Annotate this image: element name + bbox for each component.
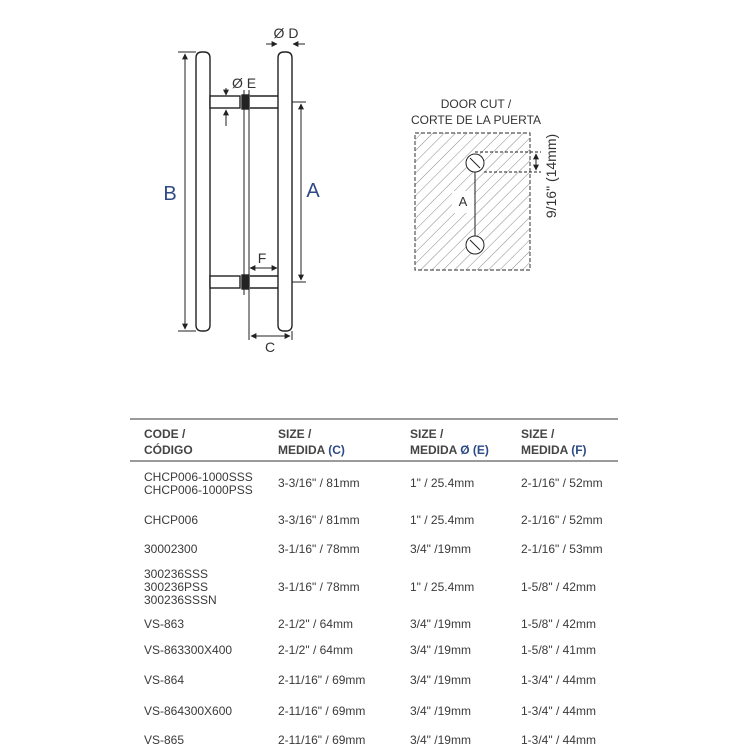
table-row: VS-863 2-1/2" / 64mm 3/4" /19mm 1-5/8" / 42… bbox=[130, 611, 618, 637]
cell-size-e: 3/4" /19mm bbox=[410, 541, 471, 556]
table-row: 30002300 3-1/16" / 78mm 3/4" /19mm 2-1/16" … bbox=[130, 535, 618, 563]
product-code: CHCP006 bbox=[144, 512, 199, 527]
cell-size-f: 2-1/16" / 53mm bbox=[521, 541, 603, 556]
cell-code: 30002300 bbox=[130, 535, 264, 563]
table-row: VS-865 2-11/16" / 69mm 3/4" /19mm 1-3/4" / … bbox=[130, 725, 618, 755]
header-size-f: SIZE / MEDIDA (F) bbox=[507, 418, 618, 462]
cell-size-c: 3-1/16" / 78mm bbox=[278, 541, 360, 556]
cell-size-c: 2-1/2" / 64mm bbox=[278, 642, 353, 657]
dimension-a-label: A bbox=[306, 180, 320, 202]
product-code: 30002300 bbox=[144, 541, 198, 556]
cell-size-c: 2-11/16" / 69mm bbox=[278, 703, 366, 718]
cell-size-f: 2-1/16" / 52mm bbox=[521, 476, 603, 490]
table-row: VS-864 2-11/16" / 69mm 3/4" /19mm 1-3/4" / … bbox=[130, 663, 618, 697]
cell-size-e: 3/4" /19mm bbox=[410, 732, 471, 747]
cell-size-e: 3/4" /19mm bbox=[410, 616, 471, 631]
cell-size-c: 2-11/16" / 69mm bbox=[278, 732, 366, 747]
header-size-c: SIZE / MEDIDA (C) bbox=[264, 418, 396, 462]
door-cut-a-box bbox=[452, 191, 474, 213]
cell-code: VS-864300X600 bbox=[130, 697, 264, 725]
handle-bar-left bbox=[195, 51, 211, 332]
door-cut-drawing: DOOR CUT / CORTE DE LA PUERTA A 9/16" (1… bbox=[411, 97, 559, 271]
dimension-c-label: C bbox=[265, 339, 275, 355]
product-code: VS-863 bbox=[144, 616, 185, 631]
cell-size-e: 1" / 25.4mm bbox=[410, 512, 475, 527]
product-code: CHCP006-1000SSS bbox=[144, 469, 253, 484]
cell-size-e: 1" / 25.4mm bbox=[410, 476, 475, 490]
handle-bar-right bbox=[277, 51, 293, 332]
bolt-bottom bbox=[241, 274, 250, 290]
standoff-top bbox=[209, 95, 241, 109]
cell-size-f: 1-3/4" / 44mm bbox=[521, 703, 596, 718]
table-row: CHCP006 3-3/16" / 81mm 1" / 25.4mm 2-1/16" … bbox=[130, 505, 618, 535]
cell-code: VS-865 bbox=[130, 725, 264, 755]
table-row: VS-863300X400 2-1/2" / 64mm 3/4" /19mm 1-5/… bbox=[130, 637, 618, 663]
product-code: CHCP006-1000PSS bbox=[144, 482, 253, 497]
door-cut-title-line2: CORTE DE LA PUERTA bbox=[411, 113, 541, 127]
cell-size-f: 1-3/4" / 44mm bbox=[521, 672, 596, 687]
cell-size-c: 3-3/16" / 81mm bbox=[278, 512, 360, 527]
cell-size-e: 3/4" /19mm bbox=[410, 703, 471, 718]
cell-size-c: 3-1/16" / 78mm bbox=[278, 579, 360, 594]
cell-size-f: 2-1/16" / 52mm bbox=[521, 512, 603, 527]
product-code: VS-865 bbox=[144, 732, 185, 747]
dimension-e-label: Ø E bbox=[232, 75, 256, 91]
cell-size-e: 3/4" /19mm bbox=[410, 642, 471, 657]
dimension-lines bbox=[178, 41, 306, 340]
cell-size-f: 1-5/8" / 42mm bbox=[521, 579, 596, 594]
product-code: VS-864 bbox=[144, 672, 185, 687]
cell-size-f: 1-3/4" / 44mm bbox=[521, 732, 596, 747]
cell-size-c: 3-3/16" / 81mm bbox=[278, 476, 360, 490]
specification-table: CODE / CÓDIGO SIZE / MEDIDA (C) SIZE / M… bbox=[130, 418, 618, 755]
product-code: 300236SSSN bbox=[144, 592, 217, 607]
door-cut-title-line1: DOOR CUT / bbox=[441, 97, 512, 111]
bolt-top bbox=[241, 94, 250, 110]
product-code: 300236SSS bbox=[144, 566, 209, 581]
cell-size-c: 2-1/2" / 64mm bbox=[278, 616, 353, 631]
cell-size-e: 1" / 25.4mm bbox=[410, 579, 475, 594]
dimension-d-label: Ø D bbox=[274, 25, 299, 41]
header-size-e: SIZE / MEDIDA Ø (E) bbox=[396, 418, 507, 462]
cell-size-c: 2-11/16" / 69mm bbox=[278, 672, 366, 687]
dimension-f-label: F bbox=[258, 250, 267, 266]
handle-dimension-diagram: B A C Ø D Ø E F DOOR CUT / CORTE DE LA P… bbox=[163, 25, 559, 355]
product-code: VS-863300X400 bbox=[144, 642, 233, 657]
product-code: 300236PSS bbox=[144, 579, 209, 594]
header-code: CODE / CÓDIGO bbox=[130, 418, 264, 462]
cell-size-f: 1-5/8" / 42mm bbox=[521, 616, 596, 631]
cell-size-e: 3/4" /19mm bbox=[410, 672, 471, 687]
dimension-b-label: B bbox=[163, 183, 176, 205]
cell-code: CHCP006 bbox=[130, 505, 264, 535]
door-cut-offset-label: 9/16" (14mm) bbox=[543, 134, 559, 218]
cell-code: VS-863300X400 bbox=[130, 637, 264, 663]
cell-code: VS-863 bbox=[130, 611, 264, 637]
handle-drawing bbox=[195, 51, 293, 332]
table-header-row: CODE / CÓDIGO SIZE / MEDIDA (C) SIZE / M… bbox=[130, 418, 618, 462]
cell-size-f: 1-5/8" / 41mm bbox=[521, 642, 596, 657]
table-row: VS-864300X600 2-11/16" / 69mm 3/4" /19mm 1-… bbox=[130, 697, 618, 725]
cell-code: VS-864 bbox=[130, 663, 264, 697]
product-code: VS-864300X600 bbox=[144, 703, 233, 718]
standoff-bottom bbox=[209, 275, 241, 289]
door-cut-a-label: A bbox=[459, 194, 468, 209]
